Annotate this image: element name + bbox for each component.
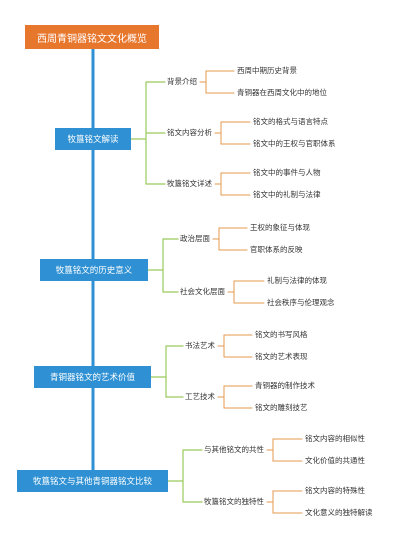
branch-topic-1: 牧簋铭文的历史意义 <box>40 259 148 281</box>
branch-topic-0: 牧簋铭文解读 <box>55 128 131 150</box>
leaf-0-0-0: 西周中期历史背景 <box>237 66 297 75</box>
subtopic-1-1: 社会文化层面 <box>180 287 225 296</box>
subtopic-1-0: 政治层面 <box>180 234 210 243</box>
leaf-1-1-1: 社会秩序与伦理观念 <box>267 298 335 307</box>
leaf-1-1-0: 礼制与法律的体现 <box>267 276 327 285</box>
subtopic-0-1: 铭文内容分析 <box>167 128 212 137</box>
leaf-1-0-1: 官职体系的反映 <box>250 245 303 254</box>
leaf-0-1-1: 铭文中的王权与官职体系 <box>253 139 336 148</box>
subtopic-0-0: 背景介绍 <box>167 77 197 86</box>
subtopic-3-0: 与其他铭文的共性 <box>204 445 264 454</box>
branch-topic-3: 牧簋铭文与其他青铜器铭文比较 <box>17 470 168 492</box>
subtopic-3-1: 牧簋铭文的独特性 <box>204 497 264 506</box>
leaf-3-0-1: 文化价值的共通性 <box>305 456 365 465</box>
subtopic-0-2: 牧簋铭文详述 <box>167 179 212 188</box>
subtopic-2-1: 工艺技术 <box>185 392 215 401</box>
subtopic-2-0: 书法艺术 <box>185 341 215 350</box>
leaf-2-0-1: 铭文的艺术表现 <box>255 352 308 361</box>
leaf-0-0-1: 青铜器在西周文化中的地位 <box>237 88 327 97</box>
leaf-2-0-0: 铭文的书写风格 <box>255 330 308 339</box>
branch-topic-2: 青铜器铭文的艺术价值 <box>34 366 151 388</box>
leaf-0-2-1: 铭文中的礼制与法律 <box>253 190 321 199</box>
leaf-0-1-0: 铭文的格式与语言特点 <box>253 117 328 126</box>
leaf-3-1-1: 文化意义的独特解读 <box>305 508 373 517</box>
leaf-1-0-0: 王权的象征与体现 <box>250 223 310 232</box>
leaf-3-0-0: 铭文内容的相似性 <box>305 434 365 443</box>
leaf-0-2-0: 铭文中的事件与人物 <box>253 168 321 177</box>
root-topic: 西周青铜器铭文文化概览 <box>25 25 159 49</box>
leaf-3-1-0: 铭文内容的特殊性 <box>305 486 365 495</box>
leaf-2-1-0: 青铜器的制作技术 <box>255 381 315 390</box>
leaf-2-1-1: 铭文的雕刻技艺 <box>255 403 308 412</box>
